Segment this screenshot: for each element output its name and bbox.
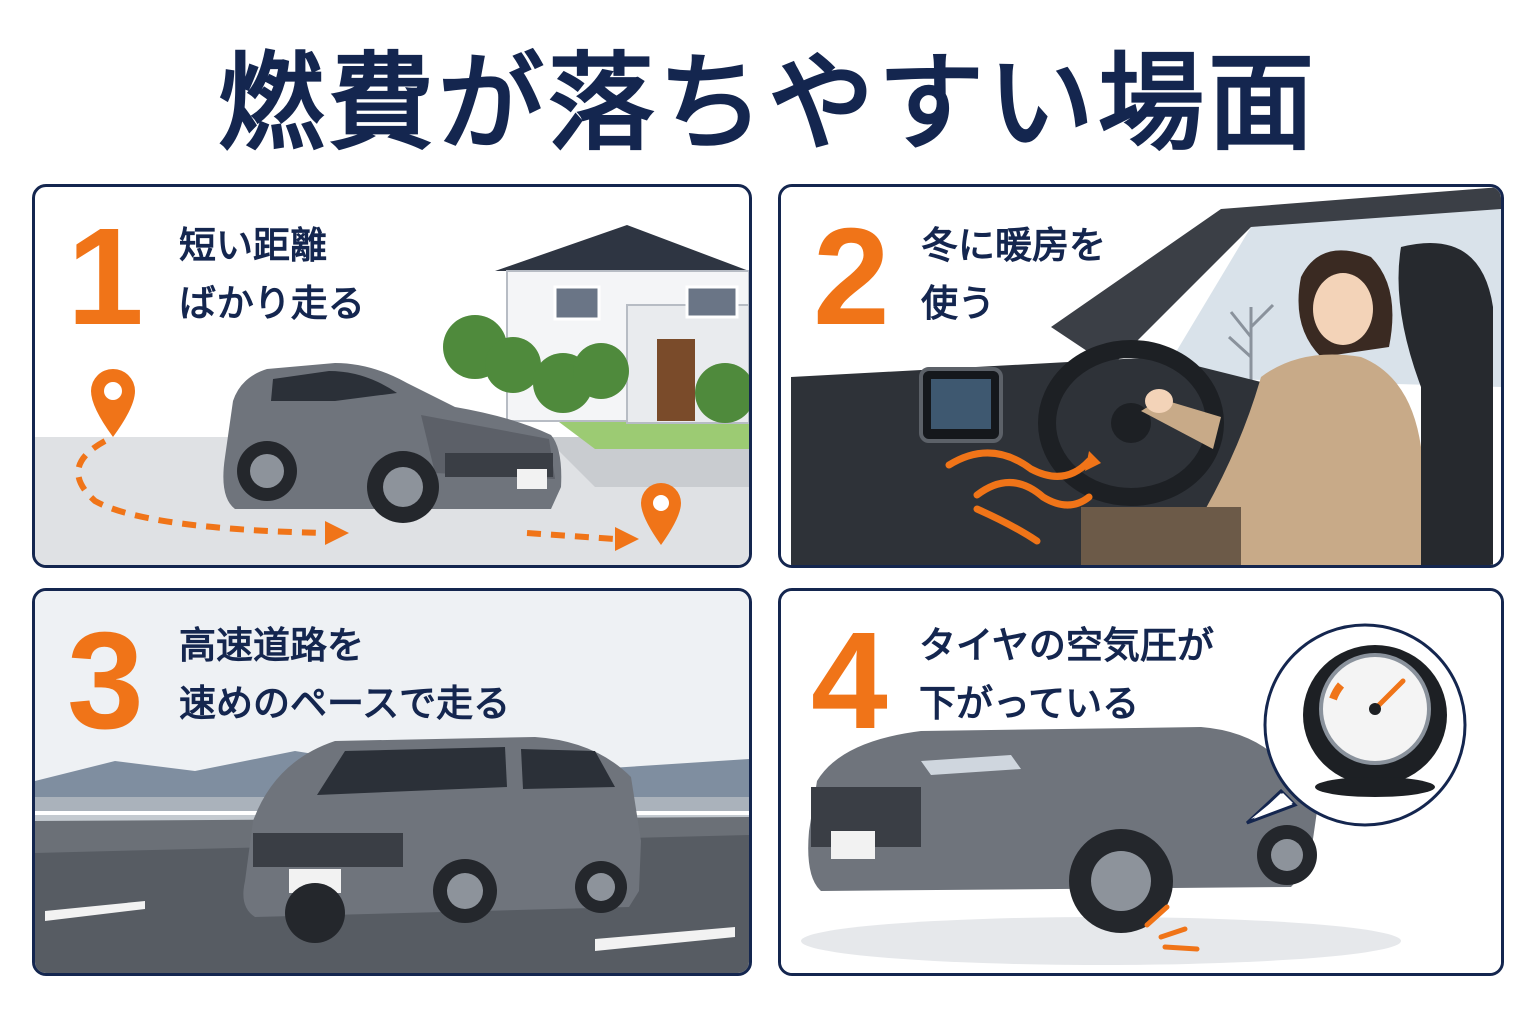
driver-illustration (1081, 250, 1421, 565)
road-lane-markings (45, 901, 735, 951)
panel-number: 2 (813, 200, 890, 354)
warm-air-flow-icon (945, 449, 1093, 545)
page-title: 燃費が落ちやすい場面 (218, 42, 1318, 165)
caption-line-1: 冬に暖房を (921, 224, 1106, 267)
panel-winter-heater: 2 冬に暖房を 使う (778, 184, 1504, 568)
panel-number: 3 (67, 604, 144, 758)
panel-short-trips: 1 短い距離 ばかり走る (32, 184, 752, 568)
caption-line-1: 高速道路を (179, 624, 364, 667)
low-tire-scene (781, 591, 1501, 973)
caption-line-2: ばかり走る (179, 282, 365, 325)
highway-scene (35, 591, 749, 973)
suv-car-illustration (243, 737, 641, 943)
suv-car-illustration (808, 727, 1317, 933)
panel-low-tire-pressure: 4 タイヤの空気圧が 下がっている (778, 588, 1504, 976)
car-interior-scene (781, 187, 1501, 565)
bushes-illustration (443, 315, 749, 423)
pressure-gauge-icon (1245, 623, 1467, 827)
caption-line-1: 短い距離 (179, 224, 327, 267)
caption-line-1: タイヤの空気圧が (919, 624, 1214, 667)
caption-line-2: 使う (921, 282, 995, 325)
caption-line-2: 下がっている (919, 682, 1140, 725)
panel-number: 4 (811, 604, 888, 758)
flat-tire-icon (1144, 904, 1200, 952)
suv-car-illustration (223, 363, 562, 523)
panel-caption: 冬に暖房を 使う (921, 217, 1106, 333)
map-pin-icon (91, 369, 135, 437)
map-pin-icon (641, 482, 681, 545)
panel-caption: 高速道路を 速めのペースで走る (179, 617, 510, 733)
panel-caption: 短い距離 ばかり走る (179, 217, 365, 333)
panel-highway-speed: 3 高速道路を 速めのペースで走る (32, 588, 752, 976)
panel-number: 1 (67, 200, 144, 354)
short-trip-scene (35, 225, 749, 565)
dashed-route-arrow-icon (75, 438, 326, 536)
caption-line-2: 速めのペースで走る (179, 682, 511, 725)
panel-caption: タイヤの空気圧が 下がっている (919, 617, 1214, 733)
